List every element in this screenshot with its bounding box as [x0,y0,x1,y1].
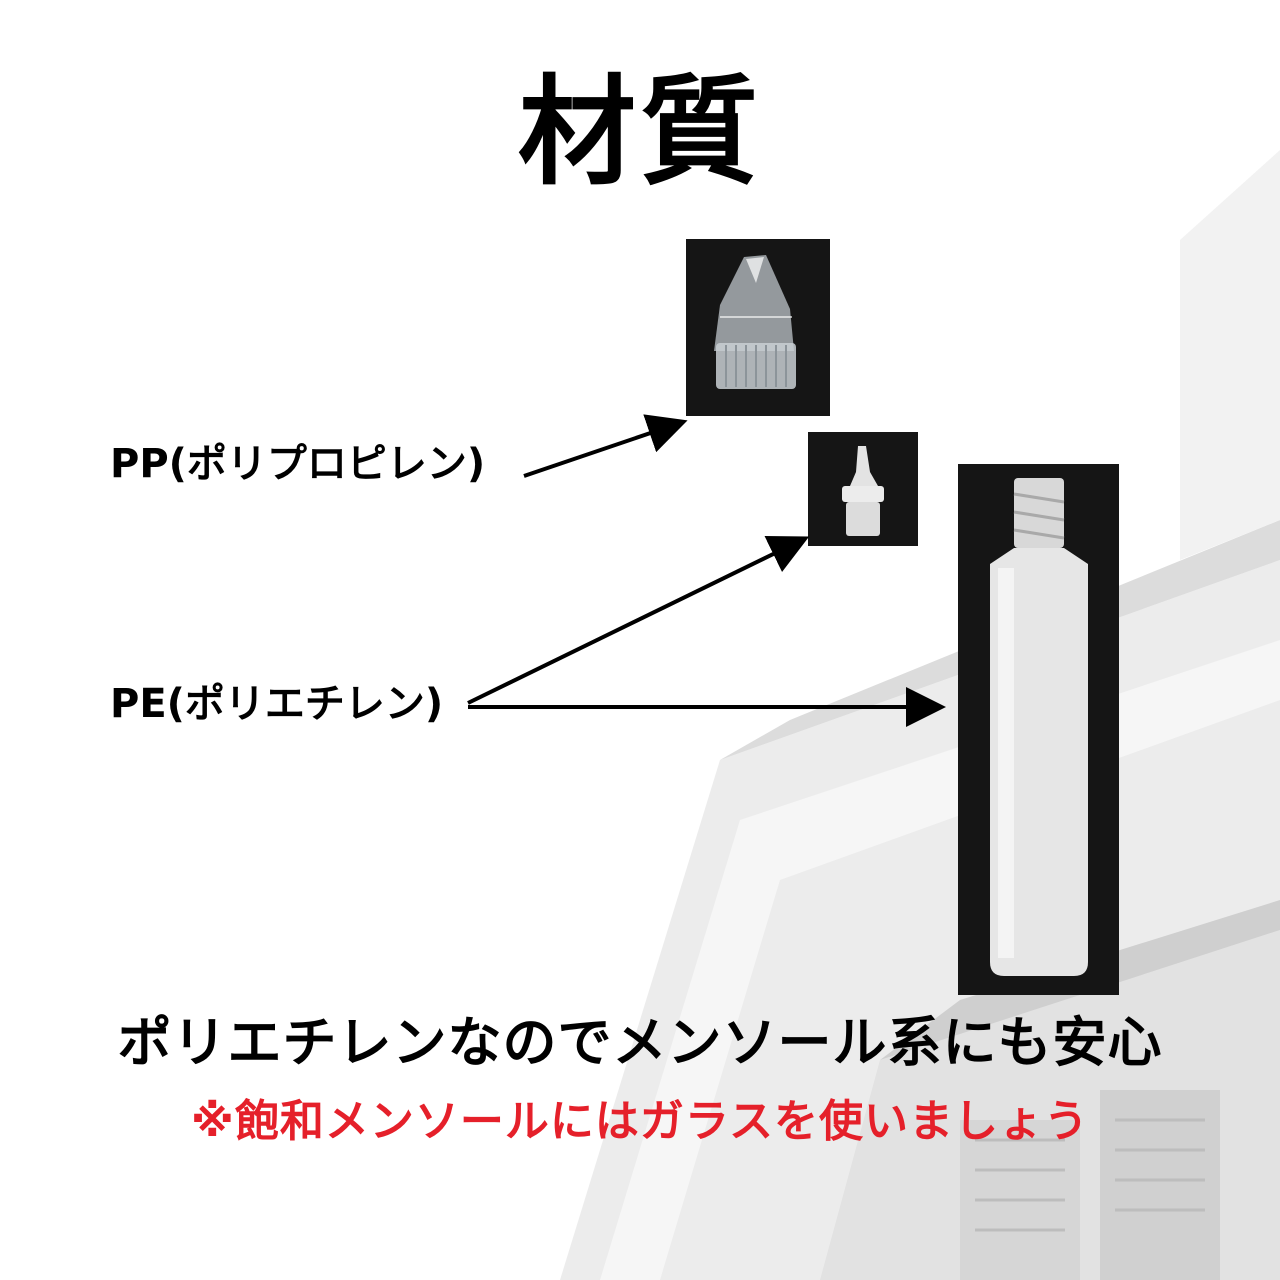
pp-label: PP(ポリプロピレン) [110,441,486,487]
caption-note: ※飽和メンソールにはガラスを使いましょう [191,1096,1089,1147]
caption-main: ポリエチレンなのでメンソール系にも安心 [117,1011,1163,1074]
pe-bottle-photo [958,464,1119,995]
pp-cap-photo [686,239,830,416]
page-title: 材質 [517,63,762,201]
pe-tip-photo [808,432,918,546]
pe-label: PE(ポリエチレン) [110,681,444,727]
